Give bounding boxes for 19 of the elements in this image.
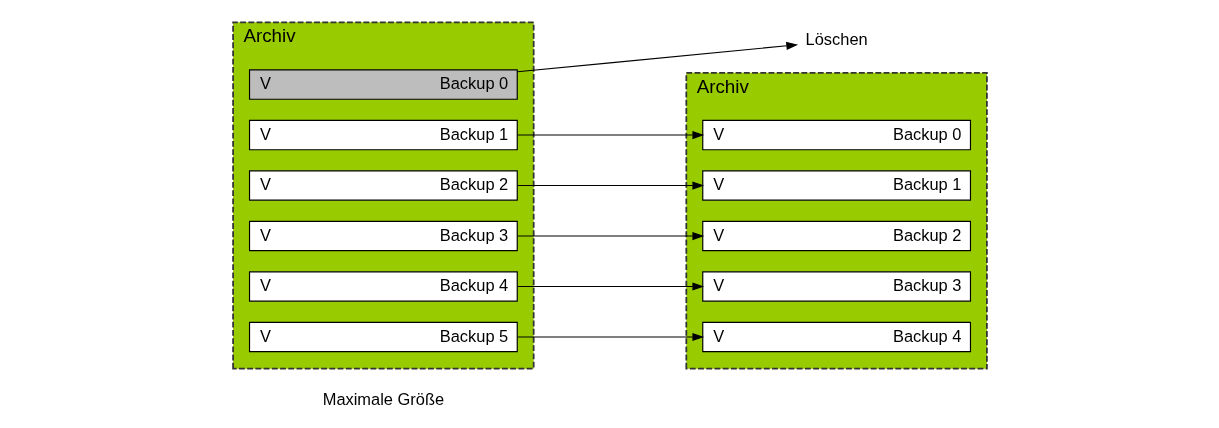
node-box: V Backup 2 (248, 170, 518, 201)
arrow (516, 282, 704, 291)
node-box: V Backup 3 (701, 271, 971, 302)
node-box: V Backup 2 (701, 220, 971, 252)
node-box: V Backup 1 (701, 170, 971, 201)
arrow (516, 332, 704, 342)
arrow (516, 41, 798, 73)
node-text: Löschen (805, 30, 868, 49)
label: Maximale Größe (322, 389, 444, 408)
node-box: V Backup 4 (248, 271, 518, 302)
node-box: V Backup 1 (248, 119, 518, 151)
node-box: V Backup 0 (701, 119, 971, 151)
arrow (516, 130, 704, 140)
node-box: V Backup 0 (248, 69, 518, 100)
arrow (516, 231, 704, 241)
node-box: V Backup 3 (248, 220, 518, 252)
node-box: V Backup 4 (701, 321, 971, 353)
arrow (516, 181, 704, 190)
node-box: V Backup 5 (248, 321, 518, 353)
